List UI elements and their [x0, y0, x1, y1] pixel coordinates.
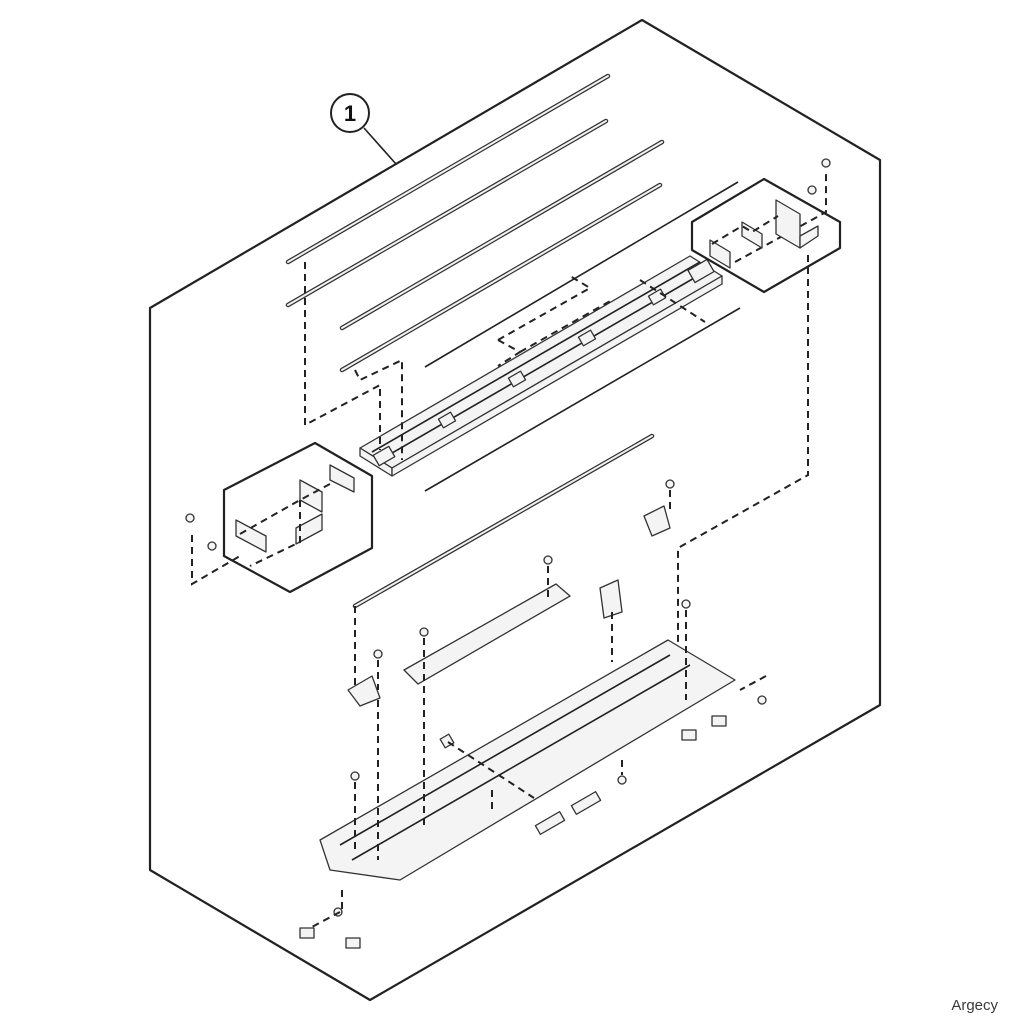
lower-rod	[352, 433, 675, 609]
callout-number: 1	[344, 101, 356, 126]
left-bracket-detail	[185, 441, 374, 594]
carriage-rail	[359, 255, 723, 477]
callout-1: 1	[330, 93, 397, 165]
lower-guide-lines	[309, 555, 767, 929]
base-frame	[299, 579, 767, 949]
upper-rods	[285, 73, 741, 492]
watermark-text: Argecy	[951, 997, 998, 1014]
right-bracket-detail	[690, 158, 842, 294]
assembly-boundary	[148, 18, 882, 1002]
upper-guide-lines	[304, 170, 827, 700]
